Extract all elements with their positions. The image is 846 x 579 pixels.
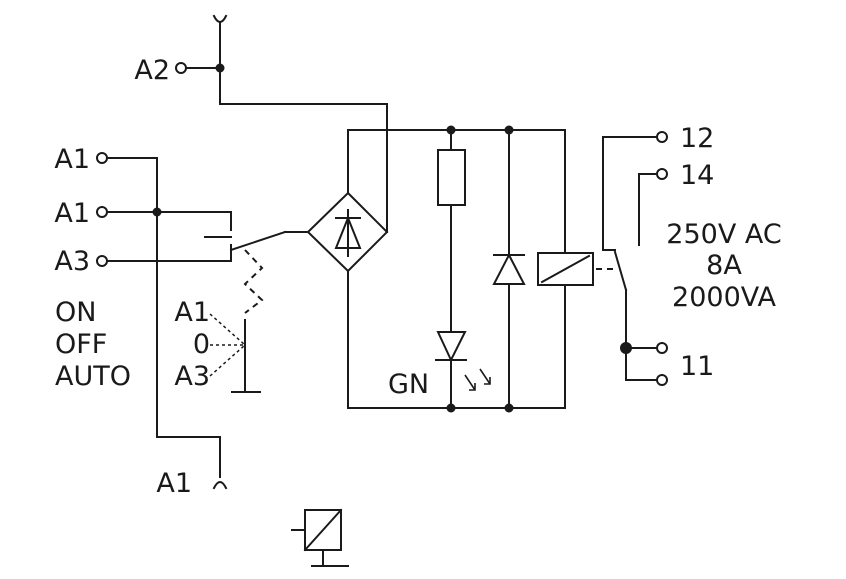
a2-wire	[185, 14, 388, 233]
terminal-a1-top-label: A1	[54, 144, 90, 175]
switch-position-a1: A1	[174, 297, 210, 328]
terminal-a2	[175, 62, 187, 74]
freewheel-diode	[492, 129, 526, 409]
contact-14	[656, 168, 668, 180]
rating-power: 2000VA	[672, 282, 776, 313]
contact-12	[656, 131, 668, 143]
junction-diode-bottom	[504, 403, 514, 413]
rating-voltage: 250V AC	[666, 219, 781, 250]
contact-12-label: 12	[680, 123, 714, 154]
terminal-a3-label: A3	[54, 246, 90, 277]
terminal-a1-mid	[96, 206, 108, 218]
mode-label-auto: AUTO	[55, 361, 131, 392]
junction-a1	[152, 207, 162, 217]
dc-rails	[347, 129, 566, 409]
terminal-a2-label: A2	[134, 55, 170, 86]
terminal-a3	[96, 255, 108, 267]
contact-14-label: 14	[680, 160, 714, 191]
junction-led-bottom	[446, 403, 456, 413]
mode-label-off: OFF	[55, 329, 107, 360]
mode-label-on: ON	[55, 297, 96, 328]
relay-coil	[537, 252, 594, 286]
junction-resistor-top	[446, 125, 456, 135]
terminal-a1-mid-label: A1	[54, 198, 90, 229]
rating-current: 8A	[706, 250, 742, 281]
contact-11-label: 11	[680, 351, 714, 382]
contact-11-a	[656, 342, 668, 354]
led-diode	[435, 331, 491, 409]
switch-position-0: 0	[193, 329, 210, 360]
switch-position-a3: A3	[174, 361, 210, 392]
selector-actuator	[209, 249, 264, 393]
terminal-a1-top	[96, 152, 108, 164]
resistor	[437, 129, 466, 331]
junction-contact-11	[620, 342, 632, 354]
input-switch	[106, 230, 309, 262]
a1-wire	[106, 157, 232, 490]
junction-diode-top	[504, 125, 514, 135]
contact-11-b	[656, 374, 668, 386]
led-label: GN	[388, 369, 429, 400]
changeover-contact	[602, 136, 658, 381]
junction-a2	[215, 63, 225, 73]
terminal-a1-bottom-label: A1	[156, 468, 192, 499]
bridge-rectifier	[306, 191, 389, 273]
electronic-relay-symbol	[291, 508, 349, 567]
